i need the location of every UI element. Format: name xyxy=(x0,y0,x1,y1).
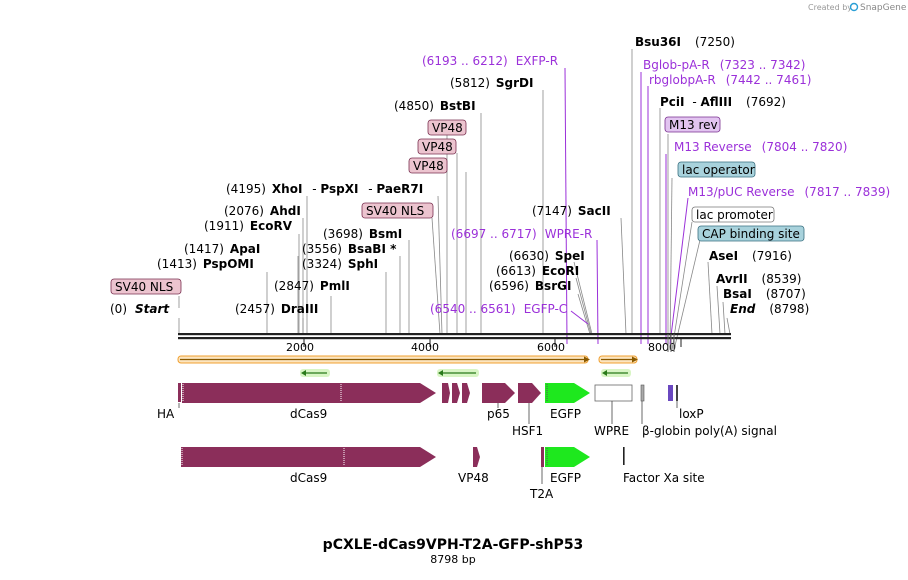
site-xhoi: (4195)XhoI - PspXI - PaeR7I xyxy=(226,182,423,196)
site-bsrgi: (6596)BsrGI xyxy=(489,279,571,293)
site-start: (0)Start xyxy=(110,302,170,316)
primer-rbglobpa-r: rbglobpA-R(7442 .. 7461) xyxy=(649,73,811,87)
site-bstbi: (4850)BstBI xyxy=(394,99,476,113)
m13-rev-box: M13 rev xyxy=(664,116,721,133)
created-by-text: Created by xyxy=(808,3,852,12)
svg-text:CAP binding site: CAP binding site xyxy=(702,227,800,241)
primer-m13-reverse: M13 Reverse(7804 .. 7820) xyxy=(674,140,847,154)
label-loxp: loxP xyxy=(679,407,704,421)
svg-text:lac operator: lac operator xyxy=(682,163,755,177)
orf-bar-short xyxy=(598,355,638,364)
primer-exfp-r: (6193 .. 6212)EXFP-R xyxy=(422,54,558,68)
sv40-nls-box-left: SV40 NLS xyxy=(110,278,182,295)
site-pcii: PciI - AflIII(7692) xyxy=(660,95,786,109)
label-bglobin: β-globin poly(A) signal xyxy=(642,424,777,438)
label-egfp: EGFP xyxy=(550,407,581,421)
label-p65: p65 xyxy=(487,407,510,421)
lac-promoter-box: lac promoter xyxy=(691,206,775,223)
label-t2a: T2A xyxy=(529,487,554,501)
svg-text:SV40 NLS: SV40 NLS xyxy=(115,280,173,294)
site-ecori: (6613)EcoRI xyxy=(496,264,579,278)
feature-p65 xyxy=(482,383,515,403)
lac-operator-box: lac operator xyxy=(677,161,756,178)
feature-vp48-2 xyxy=(473,447,480,467)
plasmid-length: 8798 bp xyxy=(430,553,475,566)
snapgene-logo: SnapGene xyxy=(849,2,907,13)
label-vp48-2: VP48 xyxy=(458,471,489,485)
site-sacii: (7147)SacII xyxy=(532,204,611,218)
site-sphi: (3324)SphI xyxy=(302,257,378,271)
site-draiii: (2457)DraIII xyxy=(235,302,318,316)
vp48-box-a: VP48 xyxy=(408,157,448,174)
orf-arrow-left-2 xyxy=(437,369,479,377)
site-bsai: BsaI(8707) xyxy=(723,287,806,301)
svg-text:VP48: VP48 xyxy=(422,140,453,154)
feature-vp48-seg3 xyxy=(462,383,470,403)
feature-bglobin xyxy=(640,384,645,402)
sv40-nls-box-mid: SV40 NLS xyxy=(361,202,434,219)
plasmid-title: pCXLE-dCas9VPH-T2A-GFP-shP53 xyxy=(323,537,584,553)
orf-arrow-left-1 xyxy=(300,369,330,377)
site-sgrdi: (5812)SgrDI xyxy=(450,76,533,90)
feature-egfp-2 xyxy=(545,447,590,467)
feature-factor-xa xyxy=(623,447,625,465)
feature-vp48-seg2 xyxy=(452,383,460,403)
site-marker-lines xyxy=(667,334,675,352)
tick-8000: 8000 xyxy=(648,341,676,354)
primer-m13-puc-reverse: M13/pUC Reverse(7817 .. 7839) xyxy=(688,185,890,199)
label-egfp-2: EGFP xyxy=(550,471,581,485)
site-spei: (6630)SpeI xyxy=(509,249,585,263)
tick-6000: 6000 xyxy=(537,341,565,354)
cap-binding-site-box: CAP binding site xyxy=(697,225,805,242)
site-end: End(8798) xyxy=(730,302,809,316)
orf-arrow-left-3 xyxy=(601,369,631,377)
svg-text:SV40 NLS: SV40 NLS xyxy=(366,204,424,218)
site-bsu36i: Bsu36I(7250) xyxy=(635,35,735,49)
tick-2000: 2000 xyxy=(286,341,314,354)
primer-bglob-pa-r: Bglob-pA-R(7323 .. 7342) xyxy=(643,58,805,72)
svg-text:SnapGene: SnapGene xyxy=(860,3,907,13)
feature-egfp xyxy=(545,383,590,403)
snapgene-logo-icon xyxy=(849,2,859,12)
site-leader-lines xyxy=(178,49,731,351)
primer-egfp-c: (6540 .. 6561)EGFP-C xyxy=(430,302,567,316)
feature-label-lines xyxy=(178,401,678,424)
feature-vp48-seg1 xyxy=(442,383,450,403)
scale-ticks xyxy=(303,339,682,347)
label-wpre: WPRE xyxy=(594,424,629,438)
site-pmli: (2847)PmlI xyxy=(274,279,350,293)
feature-t2a xyxy=(541,447,544,467)
site-bsabi: (3556)BsaBI * xyxy=(302,242,397,256)
site-ahdi: (2076)AhdI xyxy=(224,204,301,218)
vp48-box-c: VP48 xyxy=(427,119,467,136)
primer-leader-lines xyxy=(564,67,689,345)
tick-4000: 4000 xyxy=(411,341,439,354)
backbone xyxy=(178,333,731,340)
feature-ha xyxy=(178,383,181,402)
site-ecorv: (1911)EcoRV xyxy=(204,219,293,233)
label-dcas9: dCas9 xyxy=(290,407,327,421)
site-pspomi: (1413)PspOMI xyxy=(157,257,254,271)
feature-hsf1 xyxy=(518,383,541,403)
svg-text:M13 rev: M13 rev xyxy=(669,118,718,132)
label-hsf1: HSF1 xyxy=(512,424,543,438)
feature-wpre xyxy=(594,384,633,402)
feature-dcas9 xyxy=(182,383,436,403)
site-avrii: AvrII(8539) xyxy=(716,272,801,286)
label-factor-xa: Factor Xa site xyxy=(623,471,705,485)
site-apai: (1417)ApaI xyxy=(184,242,260,256)
svg-text:lac promoter: lac promoter xyxy=(696,208,773,222)
label-ha: HA xyxy=(157,407,175,421)
orf-bar-main xyxy=(177,355,590,364)
vp48-box-b: VP48 xyxy=(417,138,457,155)
svg-text:VP48: VP48 xyxy=(432,121,463,135)
feature-dcas9-2 xyxy=(181,447,436,467)
feature-loxp xyxy=(668,385,678,401)
label-dcas9-2: dCas9 xyxy=(290,471,327,485)
site-asei: AseI(7916) xyxy=(709,249,792,263)
site-bsmi: (3698)BsmI xyxy=(323,227,402,241)
svg-text:VP48: VP48 xyxy=(413,159,444,173)
primer-wpre-r: (6697 .. 6717)WPRE-R xyxy=(451,227,592,241)
